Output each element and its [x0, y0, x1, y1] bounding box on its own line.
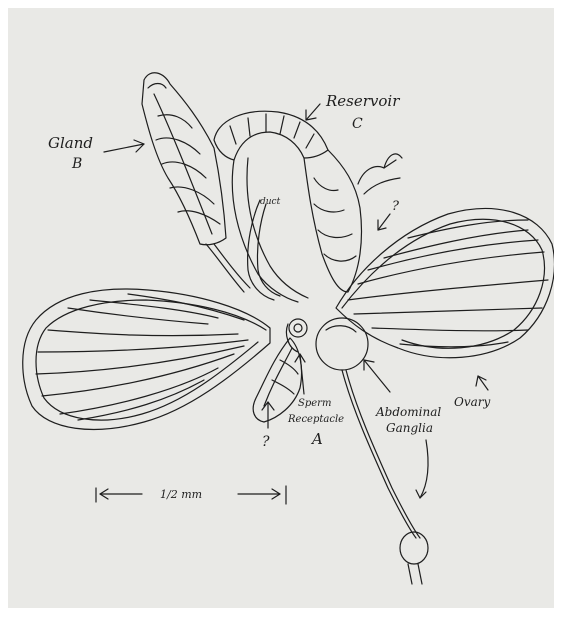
receptacle-letter: A [310, 430, 323, 448]
drawing-sheet: Gland B Reservoir C duct ? ? Sperm Recep… [8, 8, 554, 608]
reservoir-label: Reservoir [325, 92, 400, 110]
right-ovary [336, 209, 554, 358]
ovary-label: Ovary [454, 395, 491, 409]
abdominal-ganglia [316, 318, 428, 584]
duct-label: duct [260, 197, 281, 207]
left-ovary [23, 289, 270, 429]
duct [248, 200, 280, 300]
reservoir-c [214, 111, 402, 302]
ganglia-label: Ganglia [386, 421, 433, 435]
question-mark-upper: ? [392, 199, 400, 214]
gland-label: Gland [48, 134, 93, 152]
scale-label: 1/2 mm [160, 488, 202, 501]
anatomy-diagram: Gland B Reservoir C duct ? ? Sperm Recep… [8, 8, 554, 608]
gland-b [142, 73, 250, 292]
abdominal-label: Abdominal [375, 405, 441, 419]
gland-letter: B [71, 156, 82, 172]
reservoir-letter: C [352, 116, 363, 132]
receptacle-label: Receptacle [287, 414, 344, 425]
sperm-label: Sperm [298, 398, 331, 409]
question-mark-lower: ? [262, 434, 270, 450]
